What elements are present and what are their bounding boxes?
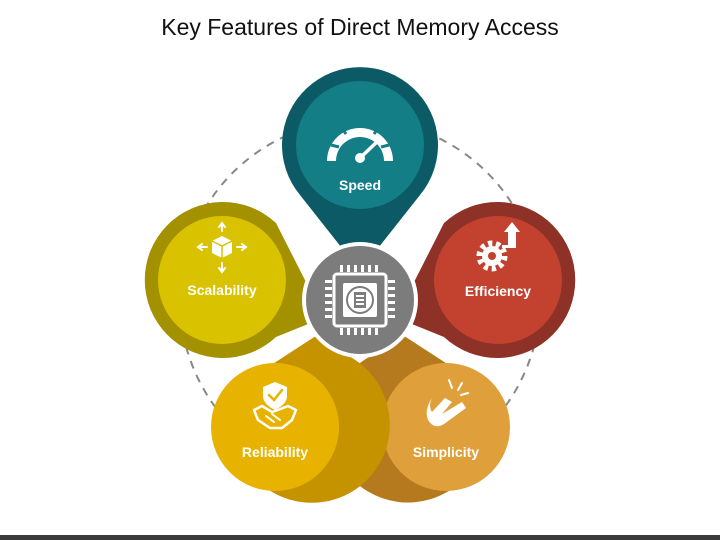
gear-arrow-icon bbox=[476, 222, 520, 272]
feature-speed[interactable]: Speed bbox=[282, 67, 438, 252]
scalability-label: Scalability bbox=[187, 282, 256, 298]
expand-cube-icon bbox=[196, 221, 248, 274]
simplicity-label: Simplicity bbox=[413, 444, 479, 460]
efficiency-label: Efficiency bbox=[465, 283, 531, 299]
finger-snap-icon bbox=[426, 379, 469, 427]
center-hub bbox=[302, 242, 418, 358]
simplicity-inner-circle bbox=[382, 363, 510, 491]
cpu-chip-icon bbox=[325, 265, 395, 335]
page-title: Key Features of Direct Memory Access bbox=[161, 14, 559, 40]
efficiency-inner-circle bbox=[434, 216, 562, 344]
speed-inner-circle bbox=[296, 81, 424, 209]
speedometer-icon bbox=[327, 120, 393, 163]
feature-scalability[interactable]: Scalability bbox=[144, 202, 318, 358]
speed-label: Speed bbox=[339, 177, 381, 193]
feature-efficiency[interactable]: Efficiency bbox=[402, 202, 576, 358]
feature-reliability[interactable]: Reliability bbox=[211, 330, 390, 503]
reliability-label: Reliability bbox=[242, 444, 308, 460]
handshake-shield-icon bbox=[252, 382, 298, 430]
bottom-bar bbox=[0, 535, 720, 540]
scalability-inner-circle bbox=[158, 216, 286, 344]
